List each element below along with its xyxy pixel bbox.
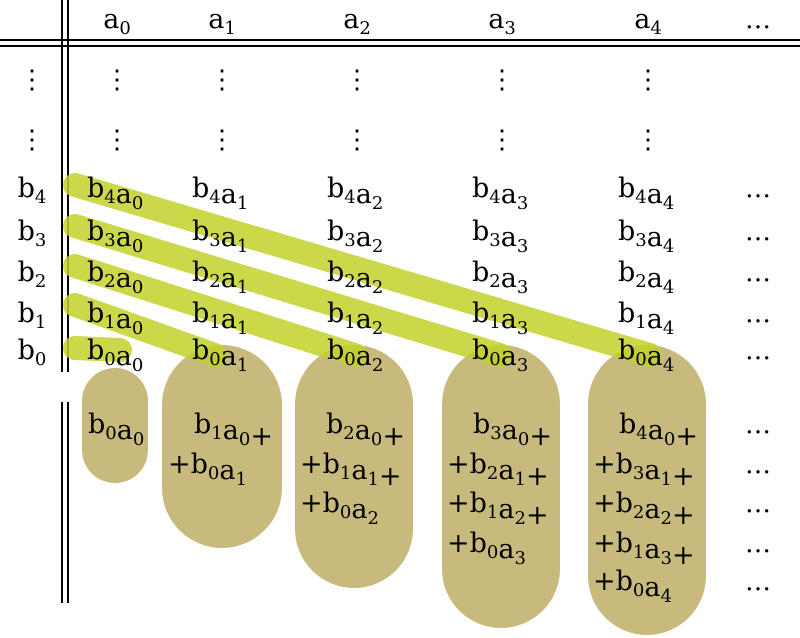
cell-b2a4: b2a4	[618, 257, 674, 298]
sum-more-1: …	[745, 450, 771, 480]
sum-blobs	[82, 345, 706, 635]
sum-more-4: …	[745, 567, 771, 597]
cell-b2a0: b2a0	[87, 257, 143, 298]
sum-0-term-b0a0: b0a0	[88, 409, 144, 450]
sum-1-term-b1a0: b1a0+	[194, 409, 273, 452]
cell-b2a1: b2a1	[192, 257, 248, 298]
cell-b3a2: b3a2	[327, 216, 383, 257]
vdots-1-0: ⋮	[19, 125, 45, 155]
header-more: …	[745, 5, 771, 35]
row-more-2: …	[745, 258, 771, 288]
cell-b0a2: b0a2	[327, 335, 383, 376]
sum-blob-1	[162, 345, 282, 548]
cell-b1a3: b1a3	[472, 298, 528, 339]
cell-b0a1: b0a1	[192, 335, 248, 376]
sum-4-term-b3a1: +b3a1+	[593, 449, 695, 492]
header-col-0: a0	[103, 4, 131, 39]
vdots-0-0: ⋮	[19, 65, 45, 95]
sum-4-term-b1a3: +b1a3+	[593, 528, 695, 571]
row-more-0: …	[745, 174, 771, 204]
product-grid: b4 b4a0 b4a1 b4a2 b4a3 b4a4 … b3 b3a0 b3a1 b3a2 b3a…	[18, 173, 771, 376]
cell-b1a2: b1a2	[327, 298, 383, 339]
table-rules	[0, 0, 800, 603]
cell-b3a4: b3a4	[618, 216, 674, 257]
vdots-0-3: ⋮	[344, 65, 370, 95]
cell-b1a4: b1a4	[618, 298, 674, 339]
vdots-0-2: ⋮	[209, 65, 235, 95]
header-col-4: a4	[634, 4, 662, 39]
vdots-1-2: ⋮	[209, 125, 235, 155]
sum-3-term-b1a2: +b1a2+	[447, 488, 549, 531]
sum-blob-2	[295, 345, 413, 588]
header-col-2: a2	[343, 4, 371, 39]
sum-4-term-b2a2: +b2a2+	[593, 488, 695, 531]
diagonal-highlights	[63, 173, 662, 367]
sum-2-term-b0a2: +b0a2	[300, 488, 379, 529]
sum-blob-4	[588, 345, 706, 635]
cell-b2a3: b2a3	[472, 257, 528, 298]
cell-b2a2: b2a2	[327, 257, 383, 298]
diagonal-band-1	[63, 214, 512, 367]
diagonal-band-0	[63, 173, 662, 367]
sum-more-2: …	[745, 489, 771, 519]
diagonal-band-2	[63, 254, 367, 367]
sum-4-term-b0a4: +b0a4	[593, 566, 672, 607]
sum-2-term-b1a1: +b1a1+	[300, 449, 402, 492]
sum-column: b0a0 b1a0++b0a1 b2a0++b1a1++b0a2 b3a0++b2a1…	[88, 409, 771, 607]
cell-b0a3: b0a3	[472, 335, 528, 376]
header-row: a0 a1 a2 a3 a4 …	[103, 4, 771, 39]
row-more-3: …	[745, 299, 771, 329]
cell-b3a3: b3a3	[472, 216, 528, 257]
diagonal-band-4	[63, 336, 132, 362]
sum-1-term-b0a1: +b0a1	[168, 449, 247, 490]
cell-b0a4: b0a4	[618, 335, 674, 376]
vdots-1-3: ⋮	[344, 125, 370, 155]
sum-2-term-b2a0: b2a0+	[326, 409, 405, 452]
diagonal-band-3	[63, 293, 227, 367]
row-label-b0: b0	[18, 335, 47, 370]
vertical-ellipses: ⋮ ⋮ ⋮ ⋮ ⋮ ⋮ ⋮ ⋮ ⋮ ⋮ ⋮ ⋮	[19, 65, 661, 155]
sum-4-term-b4a0: b4a0+	[619, 409, 698, 452]
cell-b1a1: b1a1	[192, 298, 248, 339]
header-col-1: a1	[208, 4, 236, 39]
sum-more-3: …	[745, 529, 771, 559]
header-col-3: a3	[488, 4, 516, 39]
cell-b4a4: b4a4	[618, 173, 674, 214]
vdots-0-4: ⋮	[489, 65, 515, 95]
cell-b4a0: b4a0	[87, 173, 143, 214]
cell-b4a2: b4a2	[327, 173, 383, 214]
row-label-b3: b3	[18, 216, 47, 251]
row-more-1: …	[745, 217, 771, 247]
row-label-b2: b2	[18, 257, 47, 292]
sum-more-0: …	[745, 410, 771, 440]
sum-3-term-b2a1: +b2a1+	[447, 449, 549, 492]
cell-b1a0: b1a0	[87, 298, 143, 339]
vdots-0-1: ⋮	[104, 65, 130, 95]
sum-3-term-b0a3: +b0a3	[447, 528, 526, 569]
sum-3-term-b3a0: b3a0+	[473, 409, 552, 452]
vdots-1-1: ⋮	[104, 125, 130, 155]
row-label-b4: b4	[18, 173, 47, 208]
cell-b3a1: b3a1	[192, 216, 248, 257]
sum-blob-3	[442, 345, 560, 628]
vdots-0-5: ⋮	[635, 65, 661, 95]
cell-b0a0: b0a0	[87, 335, 143, 376]
cell-b4a3: b4a3	[472, 173, 528, 214]
vdots-1-5: ⋮	[635, 125, 661, 155]
sum-blob-0	[82, 368, 148, 483]
cell-b4a1: b4a1	[192, 173, 248, 214]
cell-b3a0: b3a0	[87, 216, 143, 257]
row-label-b1: b1	[18, 298, 47, 333]
vdots-1-4: ⋮	[489, 125, 515, 155]
row-more-4: …	[745, 336, 771, 366]
